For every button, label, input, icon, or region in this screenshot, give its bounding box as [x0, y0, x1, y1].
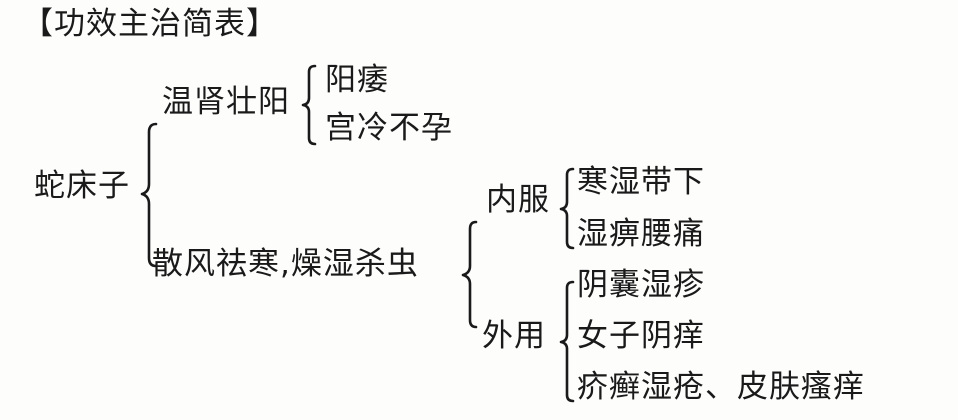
group-internal: 内服 — [486, 182, 550, 218]
indication-item: 女子阴痒 — [577, 318, 705, 354]
root-brace-icon — [140, 122, 158, 268]
indication-item: 湿痹腰痛 — [577, 216, 705, 252]
indication-item: 疥癣湿疮、皮肤瘙痒 — [577, 369, 865, 405]
herb-name: 蛇床子 — [34, 168, 130, 204]
indication-item: 阴囊湿疹 — [577, 267, 705, 303]
indication-item: 阳痿 — [325, 62, 389, 98]
internal-brace-icon — [559, 167, 575, 250]
group-external: 外用 — [482, 318, 546, 354]
branch1-brace-icon — [301, 64, 317, 146]
indication-item: 宫冷不孕 — [325, 110, 453, 146]
branch2-brace-icon — [461, 220, 478, 329]
external-brace-icon — [559, 280, 575, 403]
branch-dispel-wind: 散风祛寒,燥湿杀虫 — [152, 246, 419, 282]
branch-warm-kidney: 温肾壮阳 — [162, 84, 290, 120]
section-title: 【功效主治简表】 — [22, 6, 278, 42]
indication-item: 寒湿带下 — [577, 164, 705, 200]
